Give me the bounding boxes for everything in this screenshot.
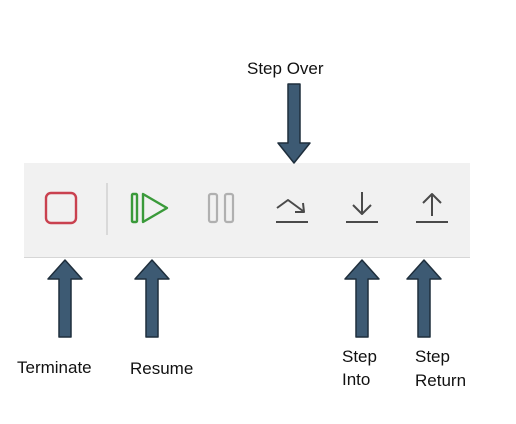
- suspend-icon: [207, 192, 235, 224]
- step-over-callout-arrow-icon: [277, 83, 311, 164]
- resume-callout-arrow-icon: [134, 259, 170, 338]
- terminate-icon: [44, 191, 78, 225]
- step-over-button[interactable]: [270, 186, 314, 230]
- step-into-callout-arrow-icon: [344, 259, 380, 338]
- resume-icon: [130, 192, 169, 224]
- step-over-icon: [276, 199, 308, 223]
- terminate-label: Terminate: [17, 358, 92, 377]
- step-return-icon: [416, 193, 448, 223]
- resume-button[interactable]: [128, 186, 172, 230]
- terminate-callout-arrow-icon: [47, 259, 83, 338]
- toolbar-divider: [106, 183, 108, 235]
- step-into-label-line2: Into: [342, 370, 371, 389]
- resume-label: Resume: [130, 359, 194, 378]
- step-return-label-line1: Step: [415, 347, 450, 366]
- step-return-button[interactable]: [410, 186, 454, 230]
- step-return-callout-arrow-icon: [406, 259, 442, 338]
- step-return-label-line2: Return: [415, 371, 467, 390]
- debug-toolbar: [24, 163, 470, 258]
- terminate-button[interactable]: [39, 186, 83, 230]
- suspend-button[interactable]: [199, 186, 243, 230]
- step-into-button[interactable]: [340, 186, 384, 230]
- step-over-label: Step Over: [247, 59, 324, 78]
- step-into-icon: [346, 192, 378, 223]
- step-into-label-line1: Step: [342, 347, 377, 366]
